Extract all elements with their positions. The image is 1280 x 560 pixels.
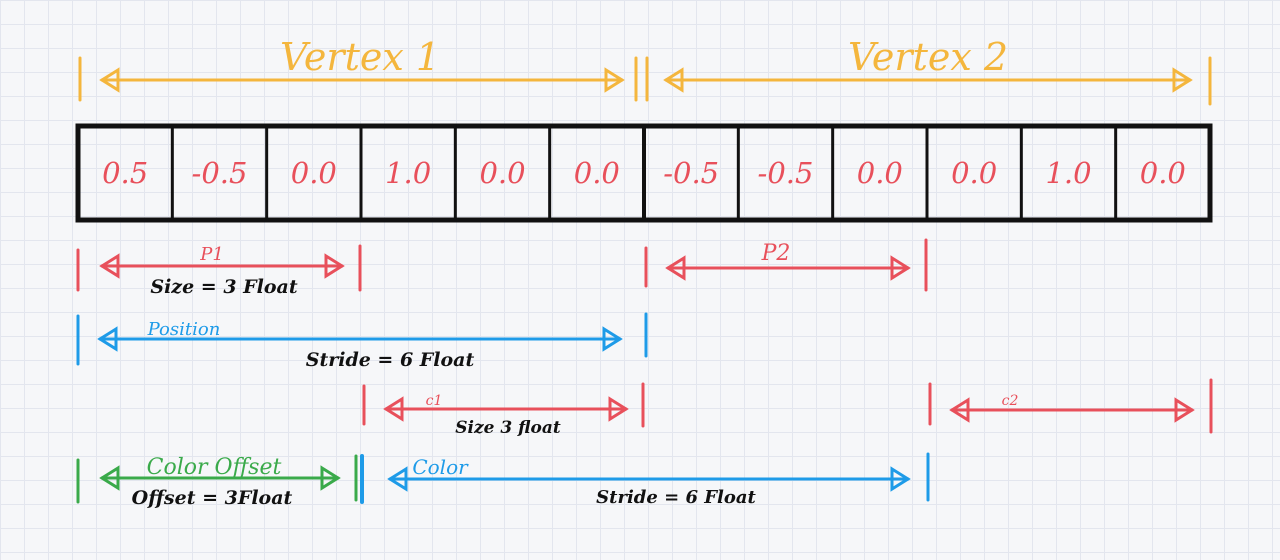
buffer-cell-value: 0.0 [857, 156, 903, 190]
color-stride-note: Stride = 6 Float [596, 487, 756, 508]
p2-label: P2 [761, 241, 791, 266]
vertex-2-arrowhead-left [663, 67, 684, 93]
c1-size-note: Size 3 float [455, 418, 561, 438]
buffer-table: 0.5 -0.5 0.0 1.0 0.0 0.0 -0.5 -0.5 0.0 0.0 1.0 0.0 [75, 123, 1213, 223]
position-arrowhead-right [602, 326, 623, 352]
position-stride-note: Stride = 6 Float [306, 349, 475, 371]
p2-span [644, 238, 928, 292]
p1-span [76, 244, 362, 292]
vertex-2-span [645, 56, 1212, 106]
vertex-1-arrowhead-right [604, 67, 625, 93]
color-span [360, 452, 930, 504]
buffer-cell-value: -0.5 [758, 156, 814, 190]
vertex-2-label: Vertex 2 [848, 35, 1008, 79]
p2-arrowhead-left [665, 255, 686, 281]
vertex-2-arrowhead-right [1172, 67, 1193, 93]
buffer-cell-values: 0.5 -0.5 0.0 1.0 0.0 0.0 -0.5 -0.5 0.0 0.0 1.0 0.0 [102, 156, 1186, 190]
c2-arrowhead-left [949, 397, 970, 423]
buffer-cell-value: 0.0 [951, 156, 997, 190]
p1-label: P1 [199, 244, 224, 265]
buffer-cell-dividers [170, 126, 1118, 220]
c2-span [928, 378, 1213, 434]
position-span [76, 312, 648, 366]
color-arrowhead-left [387, 466, 408, 492]
color-offset-label: Color Offset [147, 455, 282, 480]
color-offset-note: Offset = 3Float [132, 487, 293, 509]
p2-arrowhead-right [890, 255, 911, 281]
position-label: Position [147, 319, 221, 340]
c2-arrowhead-right [1174, 397, 1195, 423]
c1-span [362, 382, 645, 428]
buffer-cell-value: 0.5 [102, 156, 148, 190]
color-label: Color [412, 455, 469, 479]
c1-arrowhead-left [383, 396, 404, 422]
buffer-cell-value: 1.0 [385, 156, 431, 190]
buffer-cell-value: -0.5 [663, 156, 719, 190]
c2-label: c2 [1002, 393, 1019, 409]
buffer-cell-value: 0.0 [291, 156, 337, 190]
vertex-1-arrowhead-left [99, 67, 120, 93]
vertex-1-span [78, 56, 638, 102]
buffer-cell-value: 1.0 [1045, 156, 1091, 190]
p1-arrowhead-left [99, 253, 120, 279]
buffer-cell-value: 0.0 [479, 156, 525, 190]
p1-size-note: Size = 3 Float [150, 276, 297, 298]
color-offset-arrowhead-left [99, 465, 120, 491]
buffer-cell-value: 0.0 [1140, 156, 1186, 190]
vertex-1-label: Vertex 1 [280, 35, 440, 79]
c1-arrowhead-right [608, 396, 629, 422]
color-arrowhead-right [890, 466, 911, 492]
position-arrowhead-left [97, 326, 118, 352]
color-offset-arrowhead-right [320, 465, 341, 491]
buffer-cell-value: 0.0 [574, 156, 620, 190]
buffer-cell-value: -0.5 [192, 156, 248, 190]
c1-label: c1 [426, 393, 443, 409]
p1-arrowhead-right [324, 253, 345, 279]
color-offset-span [76, 454, 358, 504]
